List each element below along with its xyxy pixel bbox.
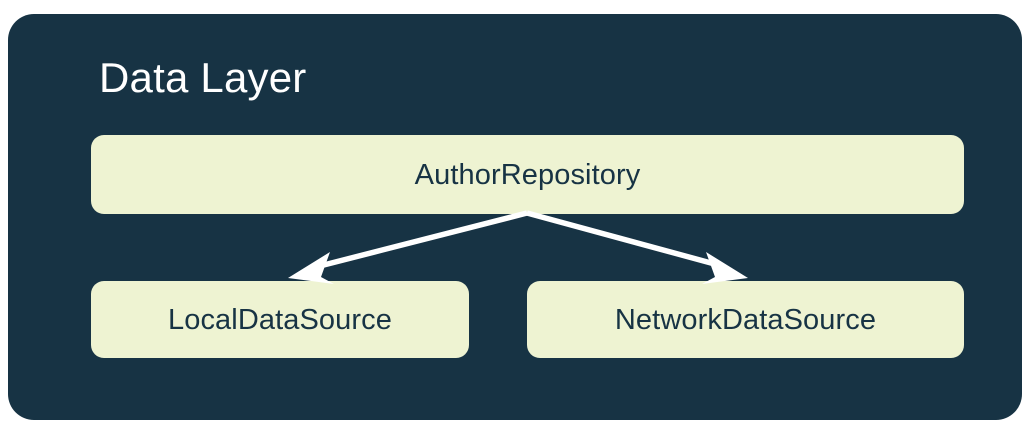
node-local-data-source-label: LocalDataSource bbox=[168, 303, 392, 336]
node-local-data-source[interactable]: LocalDataSource bbox=[91, 281, 469, 358]
node-author-repository-label: AuthorRepository bbox=[414, 158, 641, 191]
page-title: Data Layer bbox=[99, 54, 307, 101]
data-layer-container: Data Layer bbox=[8, 14, 1022, 420]
node-network-data-source[interactable]: NetworkDataSource bbox=[527, 281, 964, 358]
node-network-data-source-label: NetworkDataSource bbox=[614, 303, 877, 336]
node-author-repository[interactable]: AuthorRepository bbox=[91, 135, 964, 214]
